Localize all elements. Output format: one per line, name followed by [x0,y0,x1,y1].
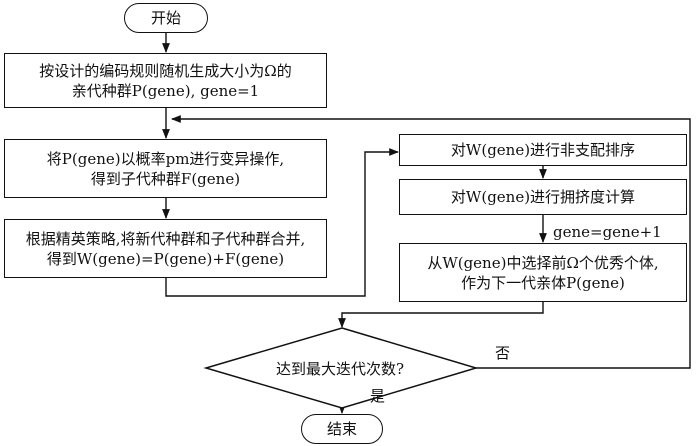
start-label: 开始 [150,9,181,27]
select-line-2: 作为下一代亲体P(gene) [461,273,625,292]
sort-label: 对W(gene)进行非支配排序 [450,141,636,159]
mutate-line-1: 将P(gene)以概率pm进行变异操作, [46,149,285,168]
nondominated-sort-box: 对W(gene)进行非支配排序 [399,134,687,166]
start-terminal: 开始 [124,3,208,33]
mutation-box: 将P(gene)以概率pm进行变异操作, 得到子代种群F(gene) [4,139,327,198]
end-label: 结束 [326,420,357,438]
decision-label: 达到最大迭代次数? [275,359,405,378]
init-line-2: 亲代种群P(gene), gene=1 [71,81,260,100]
mutate-line-2: 得到子代种群F(gene) [90,169,241,188]
crowd-label: 对W(gene)进行拥挤度计算 [450,188,636,206]
arrow-decision-no-loop [171,115,691,369]
init-line-1: 按设计的编码规则随机生成大小为Ω的 [39,61,292,80]
merge-box: 根据精英策略,将新代种群和子代种群合并, 得到W(gene)=P(gene)+F… [4,219,327,278]
init-population-box: 按设计的编码规则随机生成大小为Ω的 亲代种群P(gene), gene=1 [4,53,327,108]
merge-line-2: 得到W(gene)=P(gene)+F(gene) [46,249,285,268]
yes-branch-label: 是 [370,387,386,405]
decision-diamond [203,327,479,409]
increment-label: gene=gene+1 [553,223,662,241]
selection-box: 从W(gene)中选择前Ω个优秀个体, 作为下一代亲体P(gene) [399,243,687,302]
end-terminal: 结束 [301,414,383,444]
select-line-1: 从W(gene)中选择前Ω个优秀个体, [427,253,659,272]
no-branch-label: 否 [495,344,511,362]
crowding-distance-box: 对W(gene)进行拥挤度计算 [399,179,687,215]
arrow-merge-to-sort [165,148,399,297]
merge-line-1: 根据精英策略,将新代种群和子代种群合并, [25,229,306,248]
arrow-select-to-decision [338,302,544,328]
